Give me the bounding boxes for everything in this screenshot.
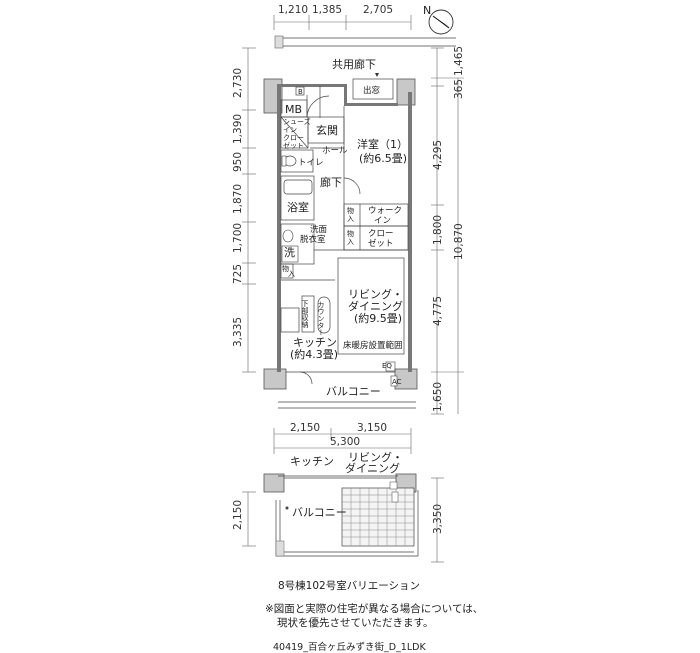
variation-plan: キッチン リビング・ ダイニング バルコニー 2,150 <box>232 450 444 563</box>
dim-right-3: 4,295 <box>432 140 444 170</box>
ac-label: AC <box>392 378 402 386</box>
hall-label: ホール <box>322 146 348 156</box>
footer-code: 40419_百合ヶ丘みずき街_D_1LDK <box>273 642 426 653</box>
svg-text:入: 入 <box>288 270 295 278</box>
dim-right-4: 1,800 <box>432 215 444 245</box>
storage2-label: 物入 <box>347 206 354 223</box>
dim-left-6: 725 <box>232 264 244 284</box>
dim-bottom-1: 2,150 <box>290 422 320 434</box>
bedroom-size: (約6.5畳) <box>359 151 407 165</box>
disclaimer-line-1: ※図面と実際の住宅が異なる場合については、 <box>265 603 484 615</box>
interior-lines: MB B シューズインクローゼット 玄関 ホール トイレ 廊下 浴室 洗 <box>278 86 416 409</box>
var-dim-left: 2,150 <box>232 500 244 530</box>
dim-right-2: 365 <box>453 79 465 99</box>
living-size: (約9.5畳) <box>354 311 402 325</box>
counter-label: カウンター <box>317 301 325 336</box>
balcony-label: バルコニー <box>326 385 381 398</box>
dim-left-4: 1,870 <box>232 184 244 214</box>
entrance-label: 玄関 <box>316 123 338 137</box>
storage-small-label: 物 <box>282 264 289 273</box>
storage3-label: 物入 <box>347 229 354 246</box>
mb-label: MB <box>285 103 302 116</box>
kitchen-size: (約4.3畳) <box>290 347 338 361</box>
disclaimer-line-2: 現状を優先させていただきます。 <box>277 617 434 629</box>
floor-heating-label: 床暖房設置範囲 <box>343 340 403 351</box>
dim-right-1: 1,465 <box>453 46 465 76</box>
variation-caption: 8号棟102号室バリエーション <box>278 580 421 592</box>
compass-label: N <box>423 4 431 17</box>
var-balcony-label: バルコニー <box>292 506 347 519</box>
dim-bottom-2: 3,150 <box>357 422 387 434</box>
dim-top-3: 2,705 <box>363 4 393 16</box>
var-living-2: ダイニング <box>345 461 400 475</box>
bay-window-label: 出窓 <box>363 85 381 96</box>
var-living-1: リビング・ <box>348 450 403 464</box>
dim-top-2: 1,385 <box>312 4 342 16</box>
dim-left-5: 1,700 <box>232 223 244 253</box>
dim-bottom-3: 5,300 <box>330 436 360 448</box>
dim-left-2: 1,390 <box>232 114 244 144</box>
living-name-1: リビング・ <box>348 287 403 301</box>
main-walls: 出窓 <box>263 73 418 390</box>
dim-left-1: 2,730 <box>232 68 244 98</box>
living-name-2: ダイニング <box>348 299 403 313</box>
wash-label: 洗 <box>284 246 295 259</box>
toilet-label: トイレ <box>298 158 324 168</box>
dim-left-3: 950 <box>232 152 244 172</box>
shoes-closet-label: シューズインクローゼット <box>283 117 311 150</box>
under-storage-label: 下部収納 <box>301 300 309 329</box>
bottom-dimensions: 2,150 3,150 5,300 <box>273 422 412 454</box>
breaker-icon: B <box>298 88 303 96</box>
left-dimensions: 2,730 1,390 950 1,870 1,700 725 3,335 <box>232 47 256 373</box>
dim-left-7: 3,335 <box>232 317 244 347</box>
bedroom-name: 洋室（1） <box>357 137 408 151</box>
closet-label: クローゼット <box>368 229 394 249</box>
top-dimensions: 1,210 1,385 2,705 <box>273 4 456 49</box>
dim-right-7: 1,650 <box>432 382 444 412</box>
var-dim-right: 3,350 <box>432 504 444 534</box>
right-dimensions: 1,465 365 4,295 1,800 10,870 4,775 1,650 <box>431 46 465 415</box>
bath-label: 浴室 <box>287 200 309 214</box>
corridor-label: 共用廊下 <box>332 57 376 71</box>
north-arrow-icon: N <box>423 4 454 35</box>
dim-right-6: 4,775 <box>432 296 444 326</box>
var-kitchen-label: キッチン <box>290 455 334 468</box>
dim-top-1: 1,210 <box>278 4 308 16</box>
dressing-label: 洗面脱衣室 <box>300 224 328 245</box>
dim-right-5: 10,870 <box>453 223 465 260</box>
walkin-label: ウォークイン <box>368 206 402 226</box>
kitchen-name: キッチン <box>293 336 337 349</box>
eq-label: EQ <box>382 362 392 370</box>
inner-corridor-label: 廊下 <box>320 175 342 189</box>
